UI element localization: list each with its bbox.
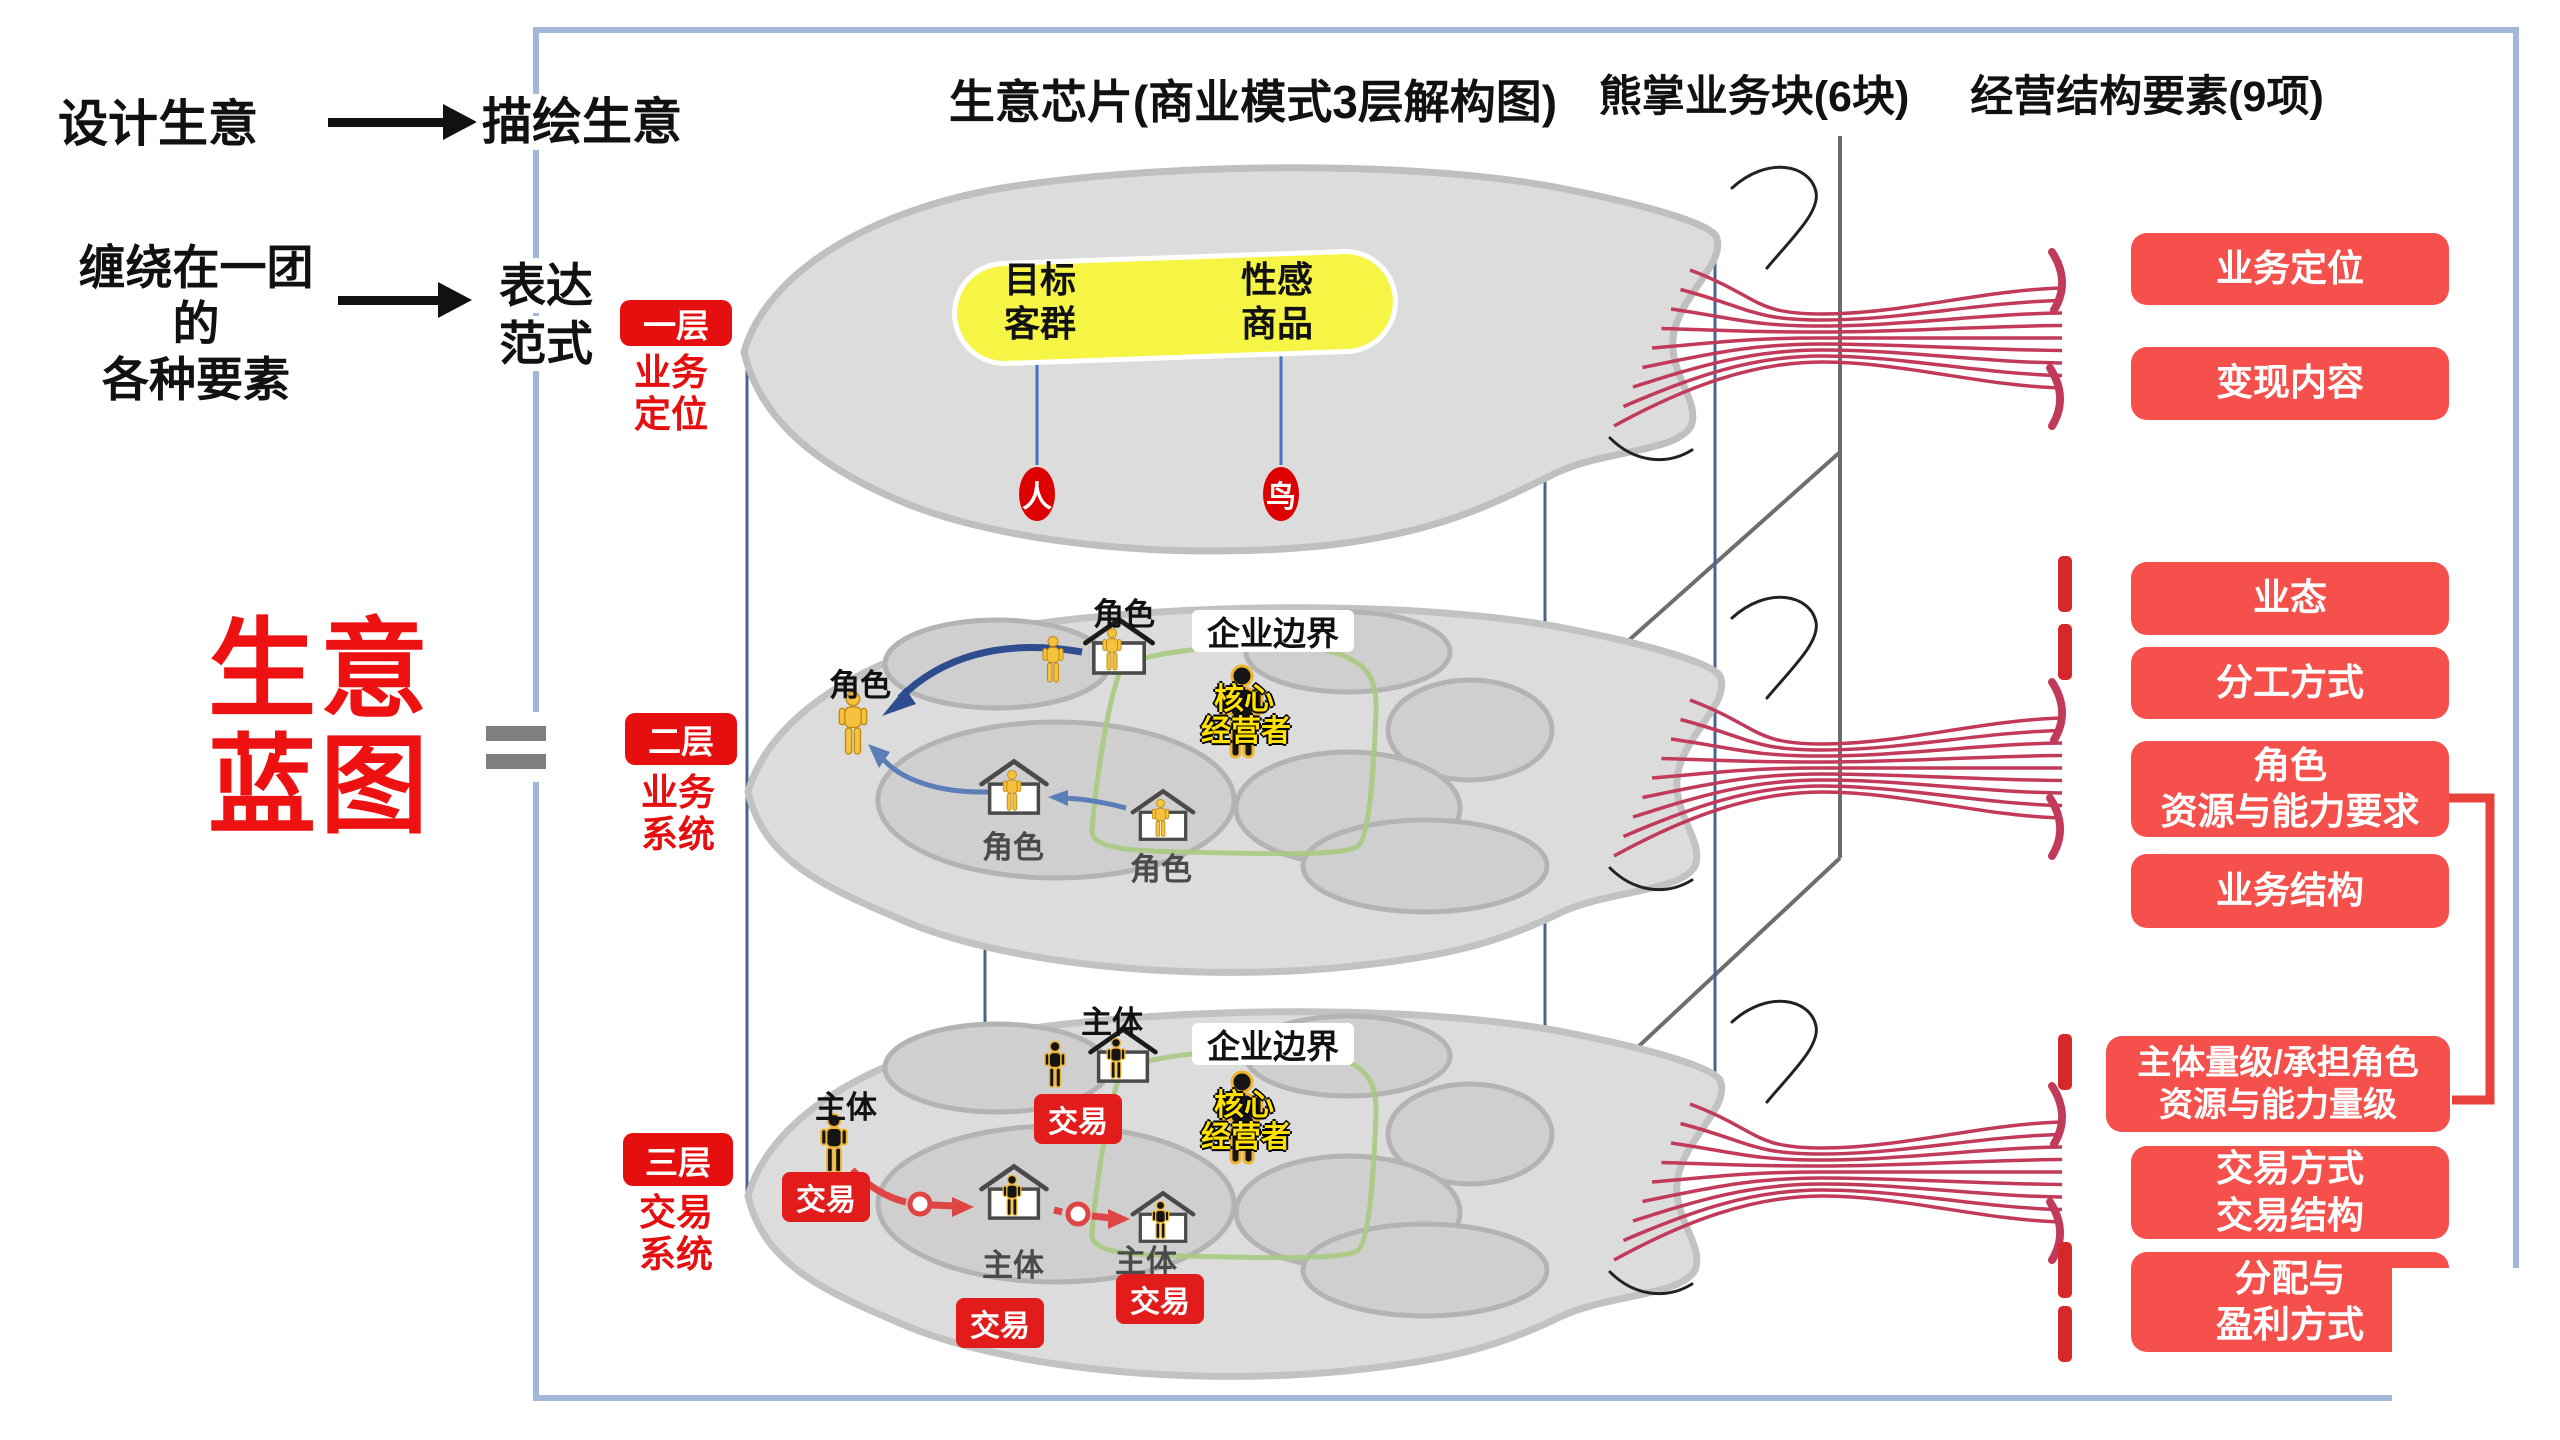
element-division-of-labor: 分工方式 (2131, 647, 2449, 719)
layer2-tag: 二层 (625, 713, 737, 765)
equals-sign-bar2 (486, 754, 546, 769)
layer1-plate (740, 164, 1722, 555)
blueprint-line1: 生意 (207, 609, 433, 730)
layer3-name-line1: 交易 (639, 1192, 713, 1233)
layer2-core-operator-line2: 经营者 (1201, 715, 1291, 748)
structure-elements-title: 经营结构要素(9项) (1970, 73, 2324, 121)
bird-circle-icon: 鸟 (1263, 467, 1299, 521)
element-business-positioning: 业务定位 (2131, 233, 2449, 305)
depict-business-label: 描绘生意 (476, 94, 688, 150)
layer3-name-line2: 系统 (639, 1234, 713, 1275)
equals-sign (486, 726, 546, 741)
layer3-trade-bottom-badge: 交易 (956, 1298, 1044, 1348)
layer3-core-operator-line2: 经营者 (1201, 1121, 1291, 1154)
layer2-enterprise-boundary-label: 企业边界 (1192, 610, 1354, 652)
blueprint-line2: 蓝图 (207, 725, 433, 846)
layer1-name-line1: 业务 (634, 352, 708, 393)
layer3-subject-left-label: 主体 (815, 1090, 877, 1125)
arrow1-shaft (328, 118, 445, 127)
arrow2-shaft (338, 296, 440, 305)
layer3-core-operator-line1: 核心 (1214, 1089, 1274, 1122)
layer2-core-operator-line1: 核心 (1214, 683, 1274, 716)
element-subject-scale: 主体量级/承担角色 资源与能力量级 (2106, 1036, 2450, 1132)
person-circle-icon: 人 (1019, 467, 1055, 521)
layer2-role-house1-label: 角色 (982, 830, 1044, 865)
expression-line1: 表达 (493, 258, 599, 314)
layer3-trade-left-badge: 交易 (782, 1172, 870, 1222)
layer3-tag: 三层 (623, 1133, 733, 1186)
layer2-role-left-label: 角色 (829, 668, 891, 703)
tangle-line1: 缠绕在一团 (78, 241, 314, 294)
layer3-trade-top-badge: 交易 (1034, 1094, 1122, 1144)
tangle-line2: 的 (172, 297, 220, 350)
layer1-name-line2: 定位 (634, 394, 708, 435)
bear-paw-title: 熊掌业务块(6块) (1598, 73, 1910, 121)
layer2-name-line2: 系统 (641, 814, 715, 855)
expression-line2: 范式 (493, 316, 599, 372)
element-business-structure: 业务结构 (2131, 854, 2449, 928)
element-monetization-content: 变现内容 (2131, 347, 2449, 420)
layer3-enterprise-boundary-label: 企业边界 (1192, 1023, 1354, 1065)
business-chip-title: 生意芯片(商业模式3层解构图) (948, 76, 1558, 128)
sexy-product-line1: 性感 (1240, 259, 1314, 300)
arrow1-head-icon (443, 104, 477, 140)
sexy-product-line2: 商品 (1240, 303, 1314, 344)
target-group-line2: 客群 (1003, 303, 1077, 344)
layer3-subject-house1-label: 主体 (982, 1248, 1044, 1283)
target-group-line1: 目标 (1003, 259, 1077, 300)
layer3-transaction-arrows (849, 1167, 1130, 1229)
equals-backing (476, 712, 554, 782)
layer2-role-house2-label: 角色 (1130, 852, 1192, 887)
claw-lines (1608, 165, 2066, 1296)
element-business-format: 业态 (2131, 562, 2449, 635)
red-dashed-bar (2058, 556, 2072, 1362)
arrow2-head-icon (438, 282, 472, 318)
element-role-resources: 角色 资源与能力要求 (2131, 741, 2449, 837)
corner-white-patch (2392, 1268, 2560, 1440)
layer2-role-top-label: 角色 (1093, 597, 1155, 632)
layer3-subject-house2-label: 主体 (1115, 1244, 1177, 1279)
element-transaction-mode: 交易方式 交易结构 (2131, 1146, 2449, 1239)
right-column-bracket (2447, 793, 2495, 1105)
layer2-name-line1: 业务 (641, 772, 715, 813)
layer1-tag: 一层 (620, 300, 732, 346)
layer3-trade-house2-badge: 交易 (1116, 1274, 1204, 1324)
layer3-subject-top-label: 主体 (1081, 1005, 1143, 1040)
tangle-line3: 各种要素 (102, 353, 290, 406)
design-business-label: 设计生意 (58, 96, 258, 152)
